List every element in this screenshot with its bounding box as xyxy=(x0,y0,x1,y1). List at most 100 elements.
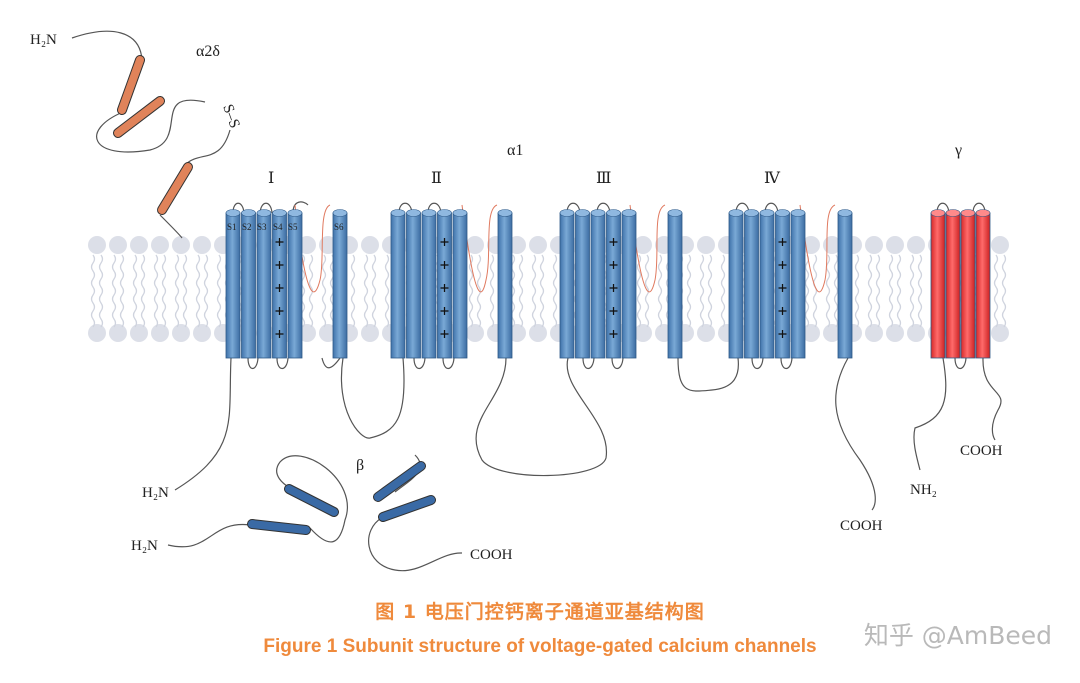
lipid-head xyxy=(823,324,841,342)
lipid-head xyxy=(907,236,925,254)
lipid-tail xyxy=(371,254,377,328)
lipid-tail xyxy=(153,254,159,328)
lipid-head xyxy=(886,324,904,342)
lipid-tail xyxy=(161,254,167,328)
lipid-tail xyxy=(531,254,537,328)
lipid-head xyxy=(865,324,883,342)
lipid-tail xyxy=(321,254,327,328)
lipid-head xyxy=(886,236,904,254)
lipid-tail xyxy=(489,254,495,328)
lipid-head xyxy=(634,236,652,254)
h2n-beta: H₂N xyxy=(131,538,158,554)
alpha2delta-helix xyxy=(117,55,145,115)
lipid-head xyxy=(907,324,925,342)
alpha1-helix xyxy=(744,209,759,359)
voltage-sensor-charges xyxy=(609,238,618,338)
lipid-tail xyxy=(182,254,188,328)
alpha2delta-helix xyxy=(113,96,165,138)
alpha1-helix-s6 xyxy=(837,209,853,359)
lipid-tail xyxy=(854,254,860,328)
lipid-head xyxy=(151,324,169,342)
nh2-gamma: NH₂ xyxy=(910,482,937,498)
alpha2delta-helix xyxy=(157,162,193,215)
segment-s5: S5 xyxy=(288,222,298,232)
voltage-sensor-charges xyxy=(440,238,449,338)
lipid-tail xyxy=(552,254,558,328)
domain-II-label: Ⅱ xyxy=(431,170,442,187)
cooh-alpha1: COOH xyxy=(840,518,883,534)
lipid-head xyxy=(865,236,883,254)
lipid-head xyxy=(319,236,337,254)
alpha1-helix xyxy=(406,209,421,359)
alpha1-helix xyxy=(421,209,437,359)
lipid-head xyxy=(88,324,106,342)
lipid-head xyxy=(823,236,841,254)
lipid-tail xyxy=(140,254,146,328)
lipid-tail xyxy=(909,254,915,328)
alpha1-helix xyxy=(241,209,256,359)
lipid-head xyxy=(529,236,547,254)
beta-label: β xyxy=(356,457,364,474)
segment-s3: S3 xyxy=(257,222,267,232)
segment-s6: S6 xyxy=(334,222,344,232)
helices xyxy=(113,55,991,535)
alpha1-helix xyxy=(256,209,272,359)
lipid-tail xyxy=(468,254,474,328)
beta-helix xyxy=(284,484,339,517)
lipid-tail xyxy=(476,254,482,328)
voltage-sensor-charges xyxy=(275,238,284,338)
lipid-tail xyxy=(195,254,201,328)
alpha2delta-label: α2δ xyxy=(196,43,220,60)
lipid-head xyxy=(319,324,337,342)
lipid-tail xyxy=(644,254,650,328)
h2n-alpha2delta: H₂N xyxy=(30,32,57,48)
lipid-tail xyxy=(539,254,545,328)
alpha1-label: α1 xyxy=(507,142,523,159)
gamma-helix xyxy=(975,209,991,359)
alpha1-helix xyxy=(390,209,406,359)
beta-helix xyxy=(373,461,426,502)
lipid-tail xyxy=(90,254,96,328)
lipid-tail xyxy=(707,254,713,328)
lipid-tail xyxy=(720,254,726,328)
lipid-head xyxy=(193,236,211,254)
gamma-label: γ xyxy=(954,142,962,159)
lipid-tail xyxy=(804,254,810,328)
alpha1-helix-s6 xyxy=(667,209,683,359)
lipid-tail xyxy=(174,254,180,328)
cooh-beta: COOH xyxy=(470,547,513,563)
disulfide-label: S–S xyxy=(219,102,242,130)
lipid-head xyxy=(172,324,190,342)
segment-s4: S4 xyxy=(273,222,283,232)
lipid-head xyxy=(130,236,148,254)
lipid-head xyxy=(508,324,526,342)
lipid-head xyxy=(991,324,1009,342)
gamma-helix xyxy=(960,209,976,359)
lipid-head xyxy=(361,324,379,342)
lipid-tail xyxy=(867,254,873,328)
lipid-head xyxy=(109,236,127,254)
caption-english: Figure 1 Subunit structure of voltage-ga… xyxy=(263,636,817,657)
alpha1-helix-s6 xyxy=(332,209,348,359)
lipid-head xyxy=(466,324,484,342)
lipid-tail xyxy=(699,254,705,328)
alpha1-helix xyxy=(452,209,468,359)
lipid-tail xyxy=(203,254,209,328)
lipid-head xyxy=(298,236,316,254)
lipid-head xyxy=(634,324,652,342)
alpha1-helix xyxy=(559,209,575,359)
lipid-head xyxy=(697,236,715,254)
lipid-tail xyxy=(917,254,923,328)
domain-I-label: Ⅰ xyxy=(268,170,274,187)
lipid-head xyxy=(529,324,547,342)
beta-helix xyxy=(378,495,436,522)
lipid-tail xyxy=(833,254,839,328)
alpha1-helix xyxy=(225,209,241,359)
alpha1-helix xyxy=(575,209,590,359)
lipid-head xyxy=(109,324,127,342)
lipid-head xyxy=(697,324,715,342)
caption-chinese: 图 1 电压门控钙离子通道亚基结构图 xyxy=(375,601,705,623)
lipid-tail xyxy=(686,254,692,328)
